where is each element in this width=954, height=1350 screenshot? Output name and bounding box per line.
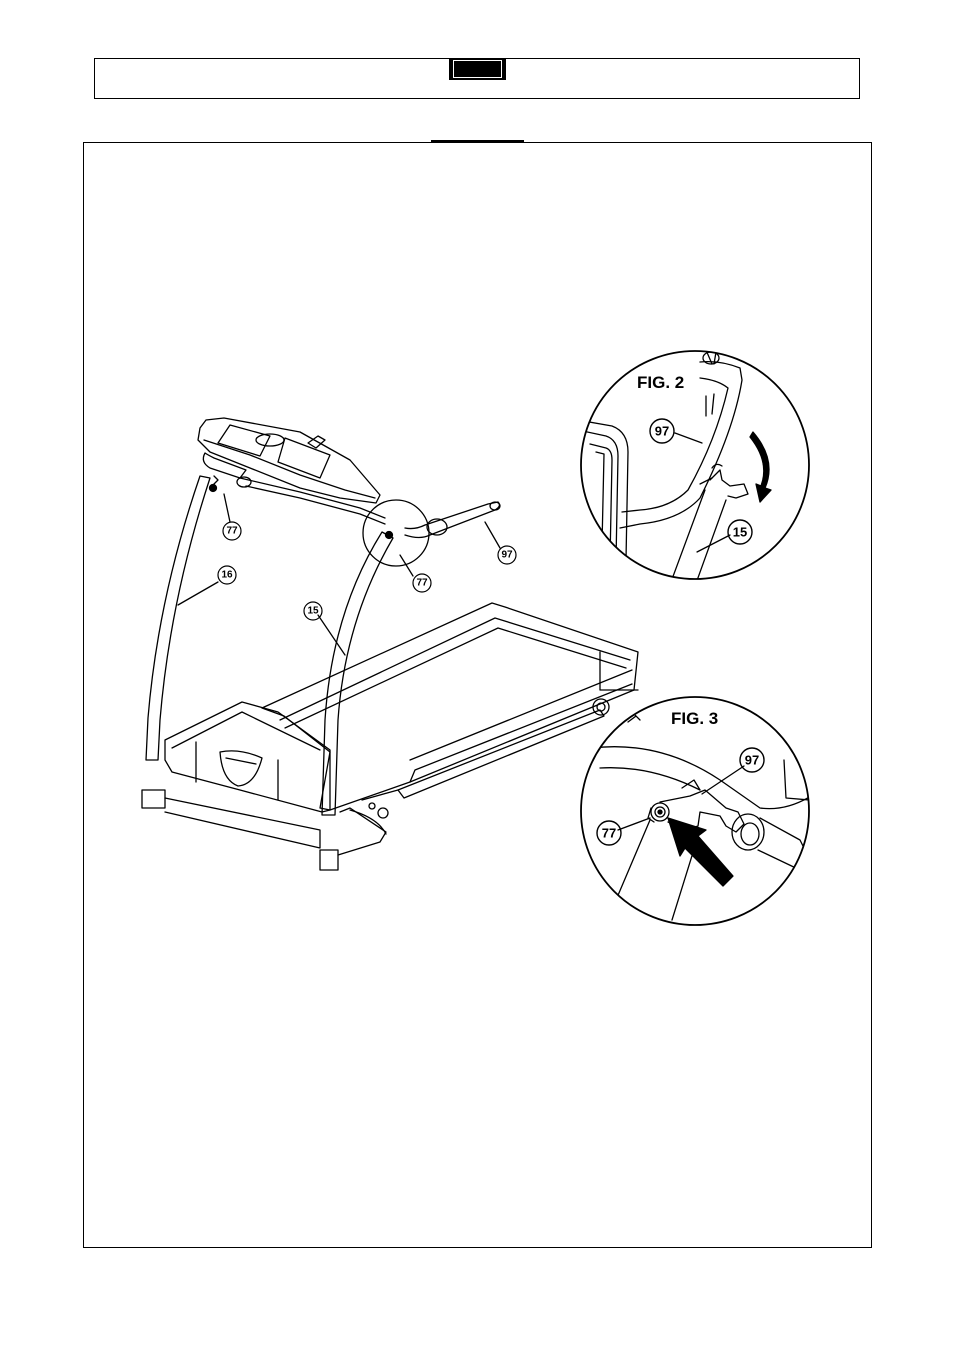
fig2-callout-97: 97 xyxy=(650,419,674,443)
fig2-label: FIG. 2 xyxy=(637,373,684,392)
right-handlebar xyxy=(405,502,499,538)
callout-16: 16 xyxy=(218,566,236,584)
fig3-detail: FIG. 3 97 77 xyxy=(581,697,820,925)
fig3-callout-97: 97 xyxy=(740,748,764,772)
fig3-callout-77: 77 xyxy=(597,821,621,845)
fig3-push-arrow xyxy=(668,818,733,886)
callout-97: 97 xyxy=(498,546,516,564)
callout-15: 15 xyxy=(304,602,322,620)
callout-77-left: 77 xyxy=(223,522,241,540)
fig2-detail: FIG. 2 97 15 xyxy=(578,350,809,600)
right-upright xyxy=(322,532,393,815)
fig3-callout-77-text: 77 xyxy=(602,826,616,841)
fig2-rotate-arrow xyxy=(750,432,771,502)
console xyxy=(198,418,380,503)
fig2-callout-97-text: 97 xyxy=(655,424,669,439)
callout-77-left-text: 77 xyxy=(226,526,238,537)
callout-77-right: 77 xyxy=(413,574,431,592)
left-handlebar xyxy=(203,453,246,478)
fig3-callout-97-text: 97 xyxy=(745,753,759,768)
fig2-circle xyxy=(581,351,809,579)
left-upright xyxy=(146,476,210,760)
fig2-callout-15: 15 xyxy=(728,520,752,544)
treadmill-drawing xyxy=(142,418,638,870)
callout-15-text: 15 xyxy=(307,606,319,617)
fig3-circle xyxy=(581,697,809,925)
callout-97-text: 97 xyxy=(501,550,513,561)
fig3-label: FIG. 3 xyxy=(671,709,718,728)
base-frame xyxy=(142,790,165,808)
fig2-callout-15-text: 15 xyxy=(733,525,747,540)
detail-circle xyxy=(363,500,429,566)
callout-16-text: 16 xyxy=(221,570,233,581)
callout-77-right-text: 77 xyxy=(416,578,428,589)
